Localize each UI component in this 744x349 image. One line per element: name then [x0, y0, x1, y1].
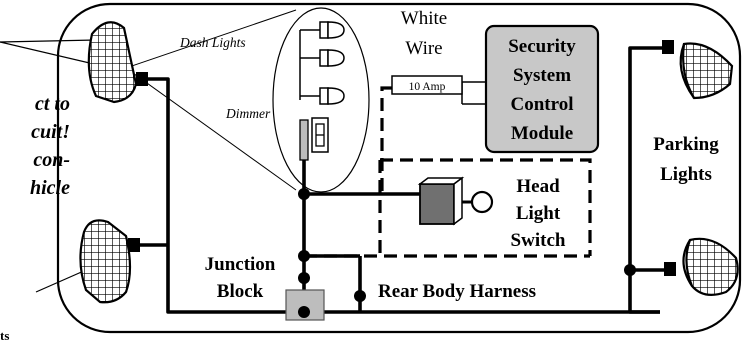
vehicle-outline — [56, 2, 742, 334]
side-note-4: hicle — [30, 177, 70, 199]
parking-light-bottom — [664, 237, 739, 297]
dash-lights-label: Dash Lights — [179, 35, 246, 50]
switch-label-3: Switch — [511, 230, 566, 251]
dash-light-bulbs — [299, 21, 345, 105]
dimmer-control — [299, 117, 329, 161]
white-wire-label-2: Wire — [405, 38, 442, 59]
side-note-1: ct to — [35, 93, 70, 115]
module-line4: Module — [511, 123, 573, 144]
junction-label-1: Junction — [205, 254, 276, 275]
zoom-ellipse — [272, 7, 370, 193]
fuse-box — [391, 75, 463, 95]
white-wire-label-1: White — [401, 8, 447, 29]
parking-light-top — [662, 40, 734, 100]
security-module — [484, 24, 600, 154]
side-note-3: con- — [33, 149, 70, 171]
parking-lights-label-2: Lights — [660, 164, 712, 185]
fuse-wiring — [461, 81, 486, 105]
switch-label-2: Light — [516, 203, 561, 224]
side-note-2: cuit! — [31, 121, 70, 143]
parking-lights-label-1: Parking — [653, 134, 719, 155]
zoom-lines — [125, 9, 297, 191]
module-line1: Security — [508, 36, 576, 57]
headlight-switch — [417, 176, 494, 226]
module-line3: Control — [511, 94, 574, 115]
headlight-left-top — [87, 21, 148, 104]
headlight-left-bottom — [79, 219, 140, 304]
switch-label-1: Head — [516, 176, 560, 197]
dimmer-label: Dimmer — [225, 106, 271, 121]
bottom-cut-label: ts — [0, 328, 9, 343]
rear-harness-label: Rear Body Harness — [378, 281, 536, 302]
wiring-dashed — [304, 86, 592, 258]
module-line2: System — [513, 65, 571, 86]
fuse-label: 10 Amp — [409, 81, 446, 93]
junction-label-2: Block — [217, 281, 264, 302]
